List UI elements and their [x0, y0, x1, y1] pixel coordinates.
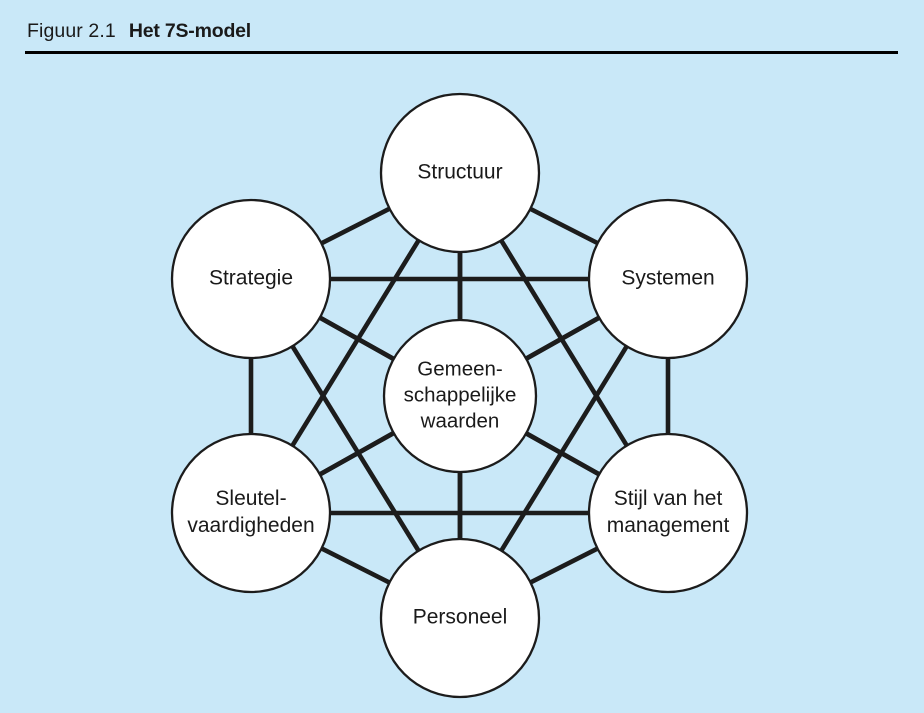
connector-line — [320, 546, 391, 585]
connector-line — [525, 315, 601, 361]
connector-line — [320, 206, 391, 246]
figure-caption: Figuur 2.1 Het 7S-model — [0, 0, 924, 56]
node-label-strategie: Strategie — [209, 267, 293, 290]
figure-title: Het 7S-model — [128, 20, 252, 42]
connector-line — [290, 345, 421, 552]
connector-line — [318, 315, 395, 361]
node-label-gemeenschappelijke-waarden: waarden — [420, 409, 500, 432]
node-circle-personeel[interactable] — [379, 537, 541, 699]
node-circle-stijl[interactable] — [587, 432, 749, 594]
node-label-stijl: management — [607, 514, 730, 537]
node-label-structuur: Structuur — [417, 161, 502, 184]
connector-line — [290, 239, 421, 447]
connector-line — [529, 206, 599, 246]
caption-text: Figuur 2.1 Het 7S-model — [27, 20, 251, 43]
node-label-personeel: Personeel — [413, 606, 508, 629]
node-stijl[interactable]: Stijl van het management — [587, 432, 749, 594]
caption-divider — [25, 51, 898, 54]
node-label-systemen: Systemen — [621, 267, 714, 290]
connector-line — [529, 546, 599, 585]
node-label-stijl: Stijl van het — [614, 487, 723, 510]
edge-layer — [248, 206, 671, 585]
node-circle-structuur[interactable] — [379, 92, 541, 254]
node-circle-sleutel[interactable] — [170, 432, 332, 594]
connector-line — [499, 345, 629, 552]
node-strategie[interactable]: Strategie — [170, 198, 332, 360]
connector-line — [318, 431, 395, 477]
node-circle-gemeenschappelijke-waarden[interactable] — [382, 318, 538, 474]
node-label-sleutel: Sleutel- — [215, 487, 286, 510]
node-systemen[interactable]: Systemen — [587, 198, 749, 360]
node-structuur[interactable]: Structuur — [379, 92, 541, 254]
node-label-gemeenschappelijke-waarden: Gemeen- — [417, 357, 502, 380]
node-circle-systemen[interactable] — [587, 198, 749, 360]
node-sleutel[interactable]: Sleutel-vaardigheden — [170, 432, 332, 594]
connector-line — [525, 431, 601, 477]
node-gemeenschappelijke-waarden[interactable]: Gemeen-schappelijke waarden — [382, 318, 538, 474]
node-personeel[interactable]: Personeel — [379, 537, 541, 699]
connector-line — [499, 239, 629, 447]
node-label-sleutel: vaardigheden — [187, 514, 314, 537]
node-circle-strategie[interactable] — [170, 198, 332, 360]
node-label-gemeenschappelijke-waarden: schappelijke — [404, 383, 517, 406]
figure-number: Figuur 2.1 — [27, 20, 116, 42]
